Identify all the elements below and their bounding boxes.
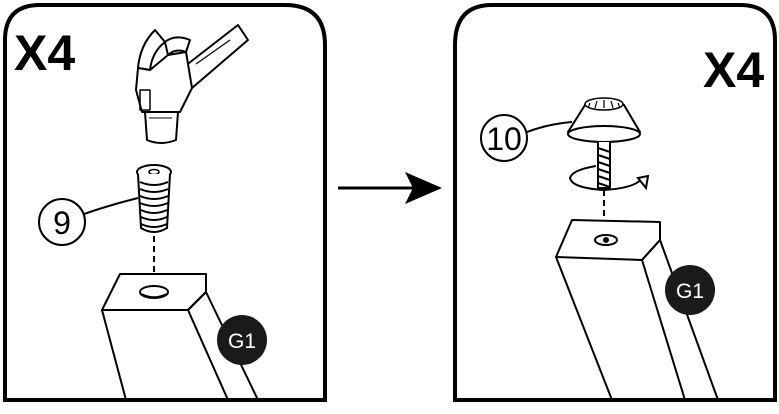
callout-number-9: 9	[53, 205, 71, 241]
hammer-icon	[135, 24, 249, 144]
next-step-arrow-icon	[338, 172, 442, 204]
leg-label-g1-2: G1	[676, 280, 704, 303]
panel-2-frame	[453, 3, 777, 402]
panel-1-frame	[3, 3, 327, 402]
part-callout-10: 10	[480, 114, 573, 162]
table-leg-1	[101, 273, 259, 401]
step-panel-2: X4	[453, 3, 777, 402]
threaded-insert-part-9	[136, 164, 172, 233]
leg-label-badge-g1-panel-1: G1	[217, 315, 267, 365]
part-callout-9: 9	[38, 197, 139, 246]
table-leg-2	[555, 219, 719, 401]
callout-number-10: 10	[486, 121, 522, 157]
step-panel-1: X4	[3, 3, 327, 402]
foot-glide-part-10	[567, 97, 641, 189]
quantity-label-1: X4	[14, 25, 75, 81]
quantity-label-2: X4	[703, 42, 764, 98]
rotate-arrow-icon	[568, 165, 650, 192]
leg-label-badge-g1-panel-2: G1	[665, 265, 715, 315]
leg-label-g1: G1	[228, 330, 256, 353]
